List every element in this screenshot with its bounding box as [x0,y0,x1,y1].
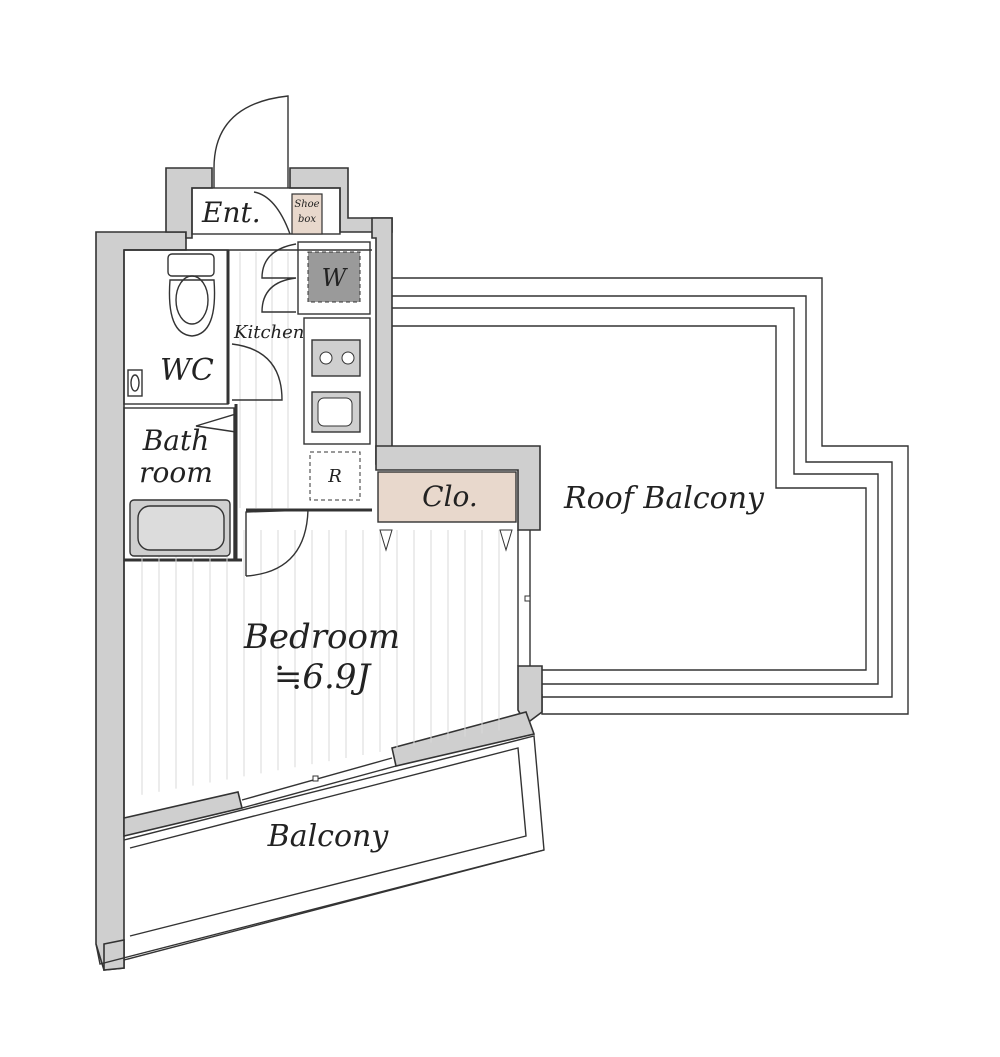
shoe-box-label: Shoe [294,199,319,210]
kitchen-sink [311,391,361,433]
roof-balcony-outline [392,277,909,715]
shoe-box [291,193,323,235]
shoe-box-label-line2: box [298,214,316,225]
bedroom-flooring [141,530,500,795]
entrance-door[interactable] [213,95,289,188]
balcony-label: Balcony [267,819,390,854]
washer-space [307,251,361,303]
roof-balcony-window[interactable] [524,595,531,602]
refrigerator-label: R [327,466,342,487]
bathroom-door[interactable] [195,413,237,433]
bathroom-label-line1: Bath [142,424,210,457]
wc-sink [127,369,143,397]
closet-label: Clo. [422,480,478,513]
bedroom-size-label: ≒6.9J [274,657,373,697]
roof-balcony-label: Roof Balcony [563,481,765,516]
kitchen-label: Kitchen [233,322,304,343]
stove [311,339,361,377]
bathtub [129,499,231,557]
toilet [167,253,216,337]
balcony-window[interactable] [241,757,397,809]
refrigerator-space [309,451,361,501]
wc-label: WC [160,353,214,388]
shoe-closet-door [253,191,291,235]
balcony-outline [95,735,545,965]
bathroom-label-line2: room [139,456,213,489]
wc-door[interactable] [231,343,283,401]
washroom-door[interactable] [261,243,297,313]
kitchen-flooring [239,252,289,508]
bedroom-label: Bedroom [243,617,400,657]
entrance-label: Ent. [201,196,261,229]
closet [377,471,517,552]
washer-label: W [322,264,349,292]
bedroom-door[interactable] [245,509,309,577]
